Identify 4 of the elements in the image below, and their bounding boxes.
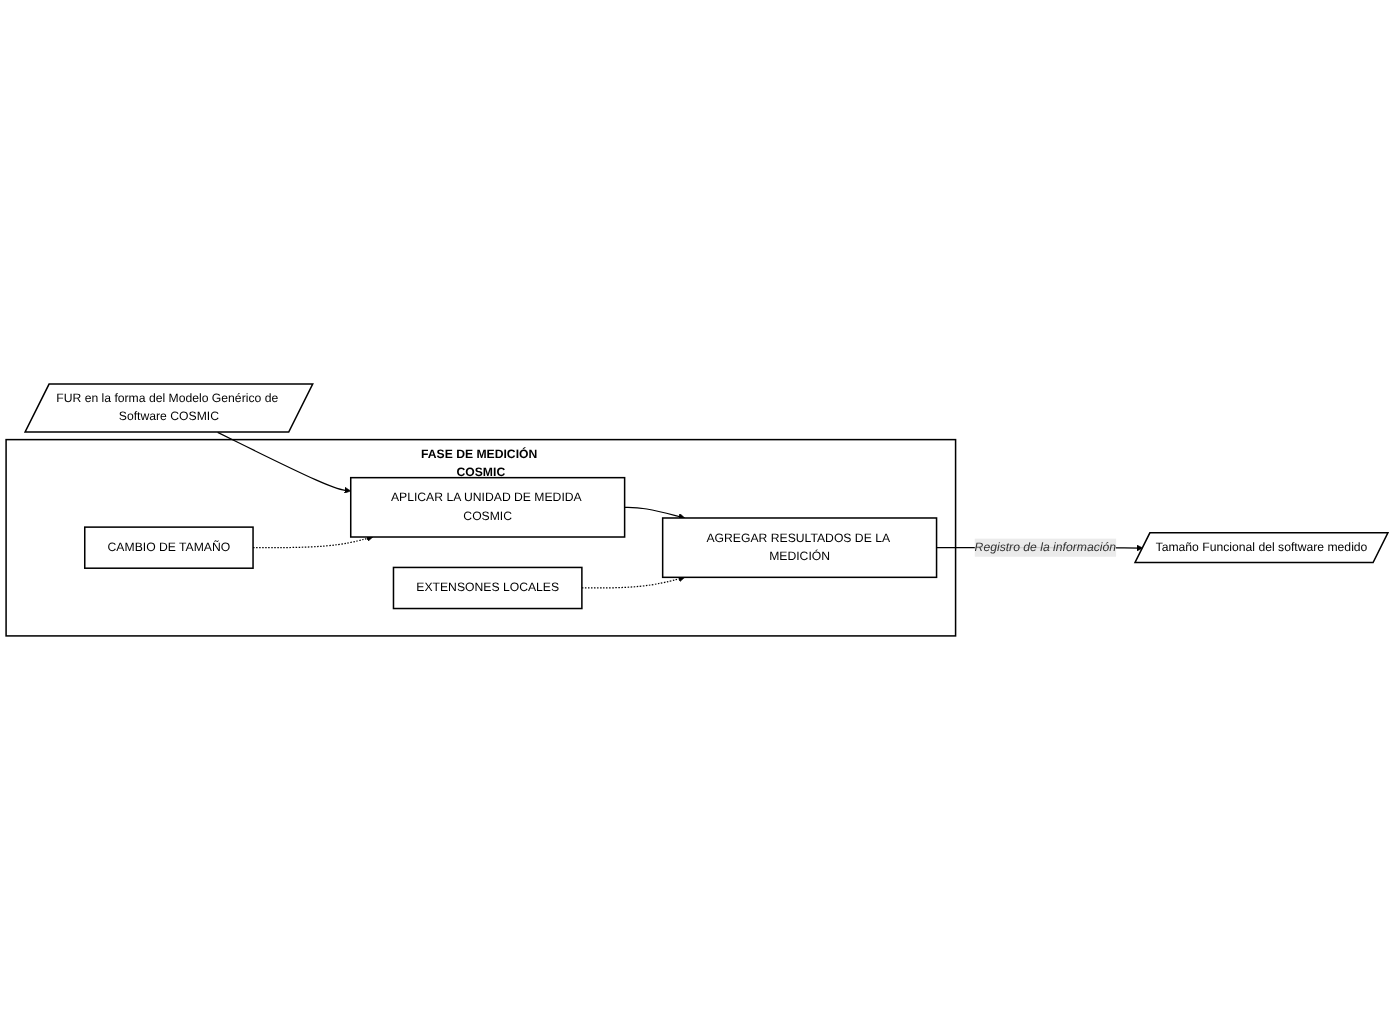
arrow: [217, 431, 352, 494]
arrow: [581, 575, 686, 589]
arrow: [624, 506, 686, 520]
arrow: [252, 535, 374, 549]
